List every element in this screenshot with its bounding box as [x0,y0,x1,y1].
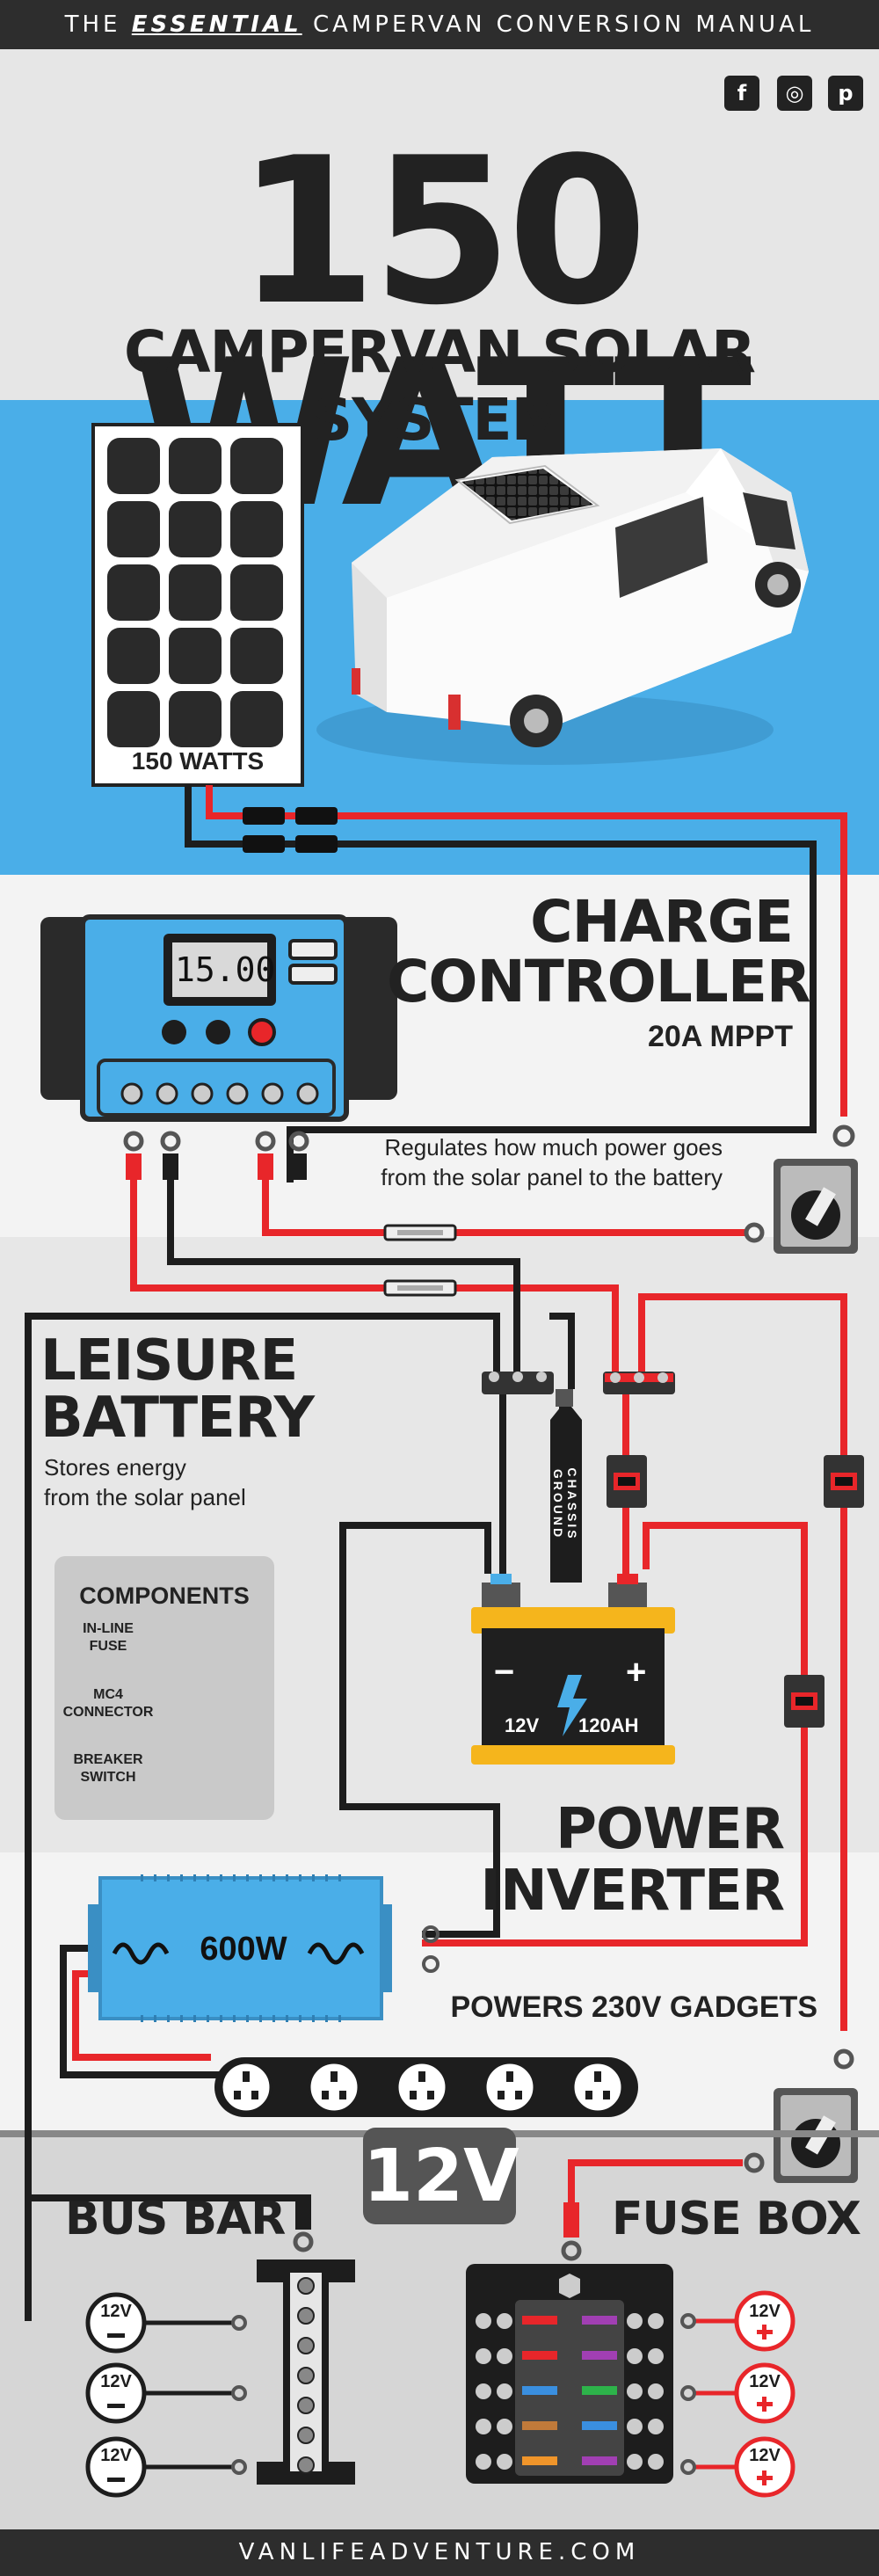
fuse-box-unit [466,2264,673,2484]
bus-bar-title: BUS BAR [65,2193,286,2245]
chassis-ground-label: CHASSIS GROUND [551,1467,579,1541]
mc4-connector-red [243,807,338,825]
pinterest-icon[interactable]: p [828,76,863,111]
instagram-icon[interactable]: ◎ [777,76,812,111]
legend-mc4-label-2: CONNECTOR [62,1705,154,1720]
header-prefix: THE [64,11,121,38]
legend-breaker-label-1: BREAKER [73,1752,143,1767]
fuse-output-label: 12V [749,2302,781,2321]
footer-site[interactable]: VANLIFEADVENTURE.COM [0,2529,879,2576]
power-inverter-unit [88,1874,440,2022]
breaker-switch [784,1675,825,1728]
leisure-battery-title-line2: BATTERY [40,1386,315,1451]
in-line-fuse [383,1224,457,1241]
battery-plus-sign: + [626,1653,647,1692]
solar-panel [91,423,304,787]
battery-capacity: 120AH [578,1714,639,1736]
breaker-switch [774,1159,858,1254]
power-inverter-title-line1: POWER [556,1797,785,1862]
charge-controller-desc-line2: from the solar panel to the battery [381,1164,723,1190]
components-legend-title: COMPONENTS [79,1583,250,1609]
power-inverter-title-line2: INVERTER [480,1859,785,1924]
bus-output-label: 12V [100,2302,132,2321]
bus-bar-unit [257,2259,355,2485]
bus-output-label: 12V [100,2372,132,2391]
legend-inline-fuse-label-1: IN-LINE [83,1621,134,1636]
ac-socket-strip [214,2057,638,2117]
inverter-rating: 600W [200,1931,287,1968]
leisure-battery-desc-line2: from the solar panel [44,1484,246,1510]
fuse-output-label: 12V [749,2446,781,2465]
leisure-battery-desc-line1: Stores energy [44,1454,186,1481]
charge-controller-title-line2: CONTROLLER [387,948,811,1015]
fuse-output-label: 12V [749,2372,781,2391]
header-emphasis: ESSENTIAL [131,11,302,38]
campervan-illustration [316,448,809,765]
legend-inline-fuse-label-2: FUSE [89,1639,127,1654]
12v-badge: 12V [363,2135,519,2218]
negative-bus-block [482,1372,554,1394]
leisure-battery-title-line1: LEISURE [40,1328,298,1394]
solar-panel-label: 150 WATTS [131,747,265,775]
leisure-battery-unit [471,1574,675,1765]
page-subtitle: CAMPERVAN SOLAR SYSTEM [124,318,756,454]
bus-output-label: 12V [100,2446,132,2465]
header-bar: THE ESSENTIAL CAMPERVAN CONVERSION MANUA… [0,0,879,49]
chassis-ground-strip [550,1389,582,1583]
12v-badge-bg [363,2128,516,2224]
fuse-box-title: FUSE BOX [612,2193,861,2245]
breaker-switch [824,1455,864,1508]
legend-breaker-label-2: SWITCH [80,1770,136,1785]
battery-minus-sign: − [494,1653,515,1692]
in-line-fuse [383,1279,457,1297]
facebook-icon[interactable]: f [724,76,759,111]
charge-controller-unit [40,914,397,1122]
mc4-connector-black [243,835,338,853]
charge-controller-title-line1: CHARGE [530,888,794,956]
controller-display: 15.00 [175,950,276,989]
charge-controller-spec: 20A MPPT [647,1020,793,1053]
components-legend [54,1556,274,1820]
breaker-switch [607,1455,647,1508]
positive-bus-block [603,1372,675,1394]
legend-mc4-label-1: MC4 [93,1687,123,1702]
battery-voltage: 12V [505,1714,540,1736]
power-inverter-desc: POWERS 230V GADGETS [450,1990,817,2024]
header-suffix: CAMPERVAN CONVERSION MANUAL [312,11,815,38]
charge-controller-desc-line1: Regulates how much power goes [384,1134,723,1161]
